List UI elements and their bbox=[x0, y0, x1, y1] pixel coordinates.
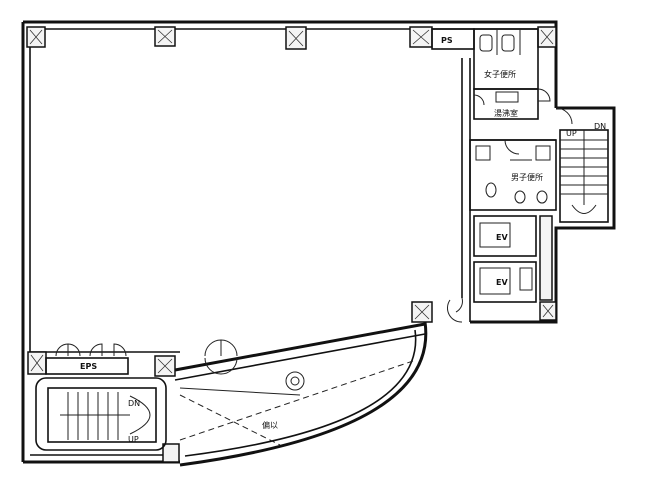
elevator-label-1: EV bbox=[496, 233, 508, 242]
elevator-block: EV EV bbox=[447, 215, 553, 323]
ps-label: PS bbox=[441, 36, 453, 45]
columns bbox=[26, 26, 557, 463]
column bbox=[162, 443, 180, 463]
terrace-label: 偏以 bbox=[262, 420, 278, 430]
stair-dn-label-right: DN bbox=[594, 122, 606, 131]
right-stair: UP DN bbox=[555, 107, 609, 223]
eps-label: EPS bbox=[80, 362, 97, 371]
toilet-block-top: PS 女子便所 湯沸室 bbox=[431, 28, 551, 120]
elevator-label-2: EV bbox=[496, 278, 508, 287]
eps-area: EPS bbox=[45, 339, 305, 391]
water-room-label: 湯沸室 bbox=[494, 108, 518, 118]
men-toilet-label: 男子便所 bbox=[511, 172, 543, 182]
left-stair: DN UP bbox=[35, 377, 167, 451]
stair-up-label-left: UP bbox=[128, 435, 139, 444]
stair-dn-label-left: DN bbox=[128, 399, 140, 408]
stair-up-label-right: UP bbox=[566, 129, 577, 138]
men-toilet-block: 男子便所 bbox=[469, 139, 557, 211]
women-toilet-label: 女子便所 bbox=[484, 69, 516, 79]
